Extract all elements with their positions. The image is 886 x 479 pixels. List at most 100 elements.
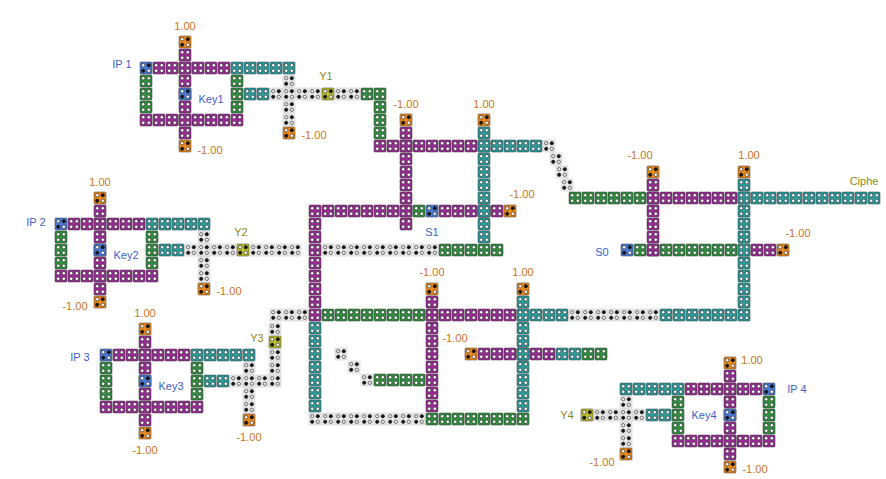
cell-label: Key4 bbox=[691, 409, 716, 422]
qca-cell bbox=[556, 309, 568, 321]
qca-cell bbox=[426, 205, 438, 217]
qca-cell bbox=[478, 205, 490, 217]
qca-cell bbox=[413, 140, 425, 152]
qca-cell bbox=[478, 348, 490, 360]
qca-cell bbox=[94, 270, 106, 282]
qca-cell bbox=[237, 244, 249, 256]
qca-cell bbox=[361, 88, 373, 100]
qca-cell bbox=[191, 349, 203, 361]
qca-cell bbox=[868, 192, 880, 204]
qca-cell bbox=[139, 388, 151, 400]
qca-cell bbox=[452, 244, 464, 256]
qca-cell bbox=[179, 62, 191, 74]
cell-label: Key2 bbox=[113, 249, 138, 262]
qca-cell bbox=[660, 309, 672, 321]
qca-cell bbox=[738, 231, 750, 243]
qca-cell bbox=[198, 270, 210, 282]
qca-cell bbox=[107, 270, 119, 282]
qca-cell bbox=[309, 270, 321, 282]
qca-cell bbox=[309, 400, 321, 412]
cell-label: 1.00 bbox=[473, 98, 494, 111]
qca-cell bbox=[738, 166, 750, 178]
cell-label: -1.00 bbox=[132, 444, 157, 457]
qca-cell bbox=[491, 413, 503, 425]
qca-cell bbox=[530, 309, 542, 321]
qca-cell bbox=[139, 323, 151, 335]
qca-cell bbox=[283, 114, 295, 126]
qca-cell bbox=[660, 192, 672, 204]
qca-cell bbox=[179, 49, 191, 61]
cell-label: -1.00 bbox=[62, 300, 87, 313]
qca-cell bbox=[139, 401, 151, 413]
qca-cell bbox=[231, 62, 243, 74]
qca-cell bbox=[633, 383, 645, 395]
qca-cell bbox=[855, 192, 867, 204]
qca-cell bbox=[387, 374, 399, 386]
qca-cell bbox=[120, 218, 132, 230]
qca-cell bbox=[738, 309, 750, 321]
qca-cell bbox=[738, 244, 750, 256]
qca-cell bbox=[179, 101, 191, 113]
qca-cell bbox=[335, 309, 347, 321]
qca-cell bbox=[790, 192, 802, 204]
qca-cell bbox=[113, 401, 125, 413]
qca-cell bbox=[582, 309, 594, 321]
qca-cell bbox=[452, 309, 464, 321]
qca-cell bbox=[269, 336, 281, 348]
qca-cell bbox=[633, 409, 645, 421]
qca-cell bbox=[478, 413, 490, 425]
qca-cell bbox=[269, 349, 281, 361]
qca-cell bbox=[374, 309, 386, 321]
qca-cell bbox=[478, 140, 490, 152]
cell-label: Key1 bbox=[198, 93, 223, 106]
qca-cell bbox=[517, 348, 529, 360]
qca-cell bbox=[400, 413, 412, 425]
qca-cell bbox=[829, 192, 841, 204]
qca-cell bbox=[673, 192, 685, 204]
qca-cell bbox=[504, 348, 516, 360]
qca-cell bbox=[165, 401, 177, 413]
qca-cell bbox=[348, 205, 360, 217]
qca-cell bbox=[153, 62, 165, 74]
qca-cell bbox=[608, 309, 620, 321]
qca-cell bbox=[243, 375, 255, 387]
qca-cell bbox=[647, 166, 659, 178]
qca-cell bbox=[107, 218, 119, 230]
qca-cell bbox=[673, 309, 685, 321]
qca-cell bbox=[257, 88, 269, 100]
qca-cell bbox=[283, 88, 295, 100]
qca-cell bbox=[517, 309, 529, 321]
qca-cell bbox=[179, 114, 191, 126]
qca-cell bbox=[55, 231, 67, 243]
qca-cell bbox=[218, 114, 230, 126]
qca-cell bbox=[198, 244, 210, 256]
qca-cell bbox=[439, 244, 451, 256]
qca-cell bbox=[100, 401, 112, 413]
cell-label: S1 bbox=[425, 226, 438, 239]
qca-cell bbox=[192, 114, 204, 126]
qca-cell bbox=[452, 140, 464, 152]
qca-cell bbox=[439, 309, 451, 321]
qca-cell bbox=[146, 244, 158, 256]
qca-cell bbox=[738, 179, 750, 191]
qca-cell bbox=[595, 309, 607, 321]
qca-cell bbox=[309, 387, 321, 399]
qca-cell bbox=[400, 192, 412, 204]
qca-cell bbox=[81, 218, 93, 230]
qca-cell bbox=[309, 283, 321, 295]
qca-cell bbox=[309, 335, 321, 347]
qca-cell bbox=[426, 413, 438, 425]
qca-cell bbox=[659, 409, 671, 421]
qca-cell bbox=[146, 270, 158, 282]
qca-cell bbox=[750, 435, 762, 447]
qca-cell bbox=[361, 205, 373, 217]
qca-cell bbox=[646, 409, 658, 421]
qca-cell bbox=[224, 244, 236, 256]
qca-cell bbox=[217, 375, 229, 387]
qca-cell bbox=[660, 244, 672, 256]
cell-label: Y1 bbox=[319, 70, 332, 83]
qca-cell bbox=[68, 218, 80, 230]
qca-cell bbox=[621, 192, 633, 204]
qca-cell bbox=[672, 435, 684, 447]
qca-cell bbox=[699, 192, 711, 204]
